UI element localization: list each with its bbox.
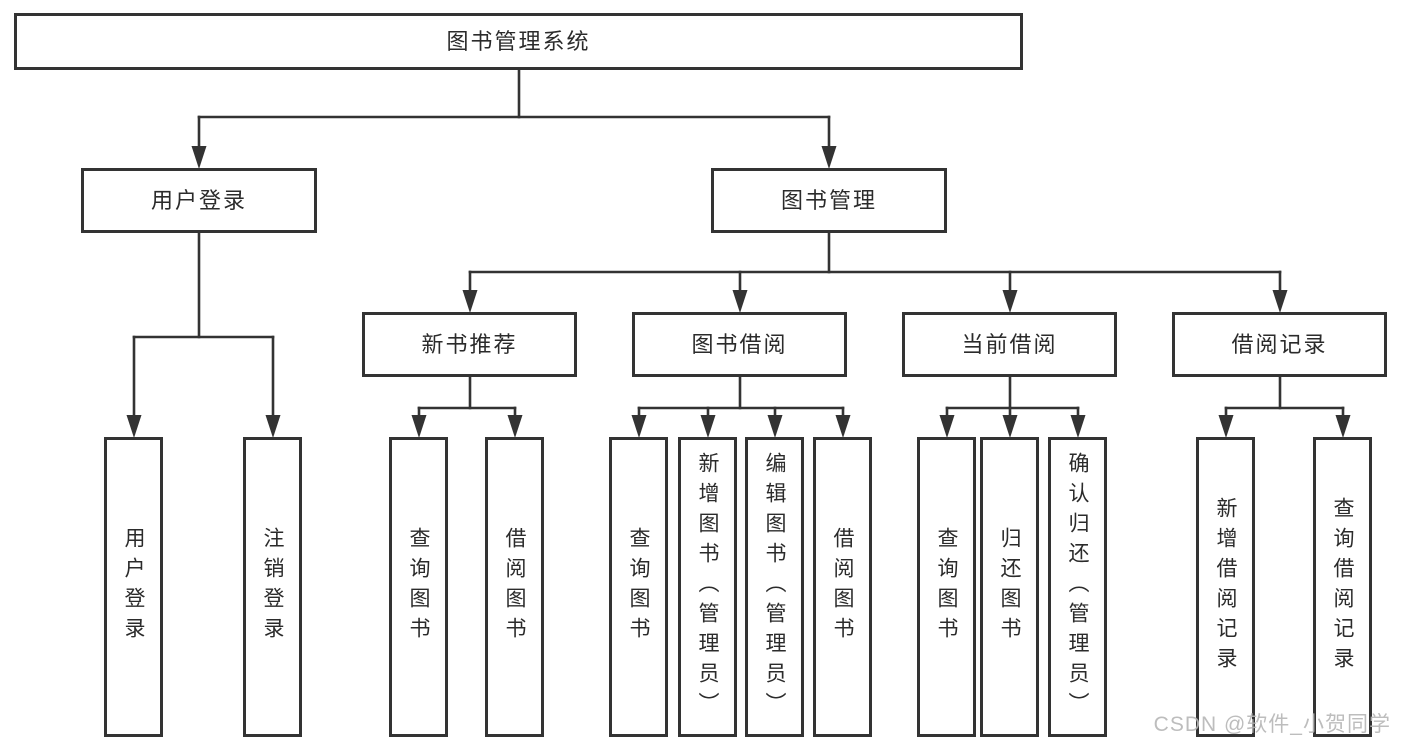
arrowhead-icon bbox=[1002, 415, 1018, 438]
edges-new-book-to-leaves bbox=[411, 375, 523, 438]
edges-book-borrow-to-leaves bbox=[631, 375, 851, 438]
arrowhead-icon bbox=[1002, 290, 1018, 313]
node-new-book-recommend: 新书推荐 bbox=[362, 312, 577, 377]
node-borrow-records: 借阅记录 bbox=[1172, 312, 1387, 377]
edges-root-to-branches bbox=[191, 68, 837, 169]
leaf-borrow-books-recommend: 借阅图书 bbox=[485, 437, 544, 737]
arrowhead-icon bbox=[462, 290, 478, 313]
arrowhead-icon bbox=[767, 415, 783, 438]
leaf-return-book: 归还图书 bbox=[980, 437, 1039, 737]
leaf-query-books-borrow: 查询图书 bbox=[609, 437, 668, 737]
arrowhead-icon bbox=[732, 290, 748, 313]
arrowhead-icon bbox=[411, 415, 427, 438]
edges-user-login-to-leaves bbox=[126, 231, 281, 438]
arrowhead-icon bbox=[821, 146, 837, 169]
arrowhead-icon bbox=[1335, 415, 1351, 438]
leaf-edit-book-admin: 编辑图书（管理员） bbox=[745, 437, 804, 737]
node-current-borrow: 当前借阅 bbox=[902, 312, 1117, 377]
leaf-query-books-recommend: 查询图书 bbox=[389, 437, 448, 737]
leaf-query-books-current: 查询图书 bbox=[917, 437, 976, 737]
arrowhead-icon bbox=[507, 415, 523, 438]
leaf-add-borrow-record: 新增借阅记录 bbox=[1196, 437, 1255, 737]
leaf-query-borrow-record: 查询借阅记录 bbox=[1313, 437, 1372, 737]
node-book-management: 图书管理 bbox=[711, 168, 947, 233]
arrowhead-icon bbox=[126, 415, 142, 438]
node-book-borrow: 图书借阅 bbox=[632, 312, 847, 377]
edges-book-management-to-modules bbox=[462, 231, 1288, 313]
leaf-borrow-books: 借阅图书 bbox=[813, 437, 872, 737]
arrowhead-icon bbox=[1070, 415, 1086, 438]
edges-borrow-records-to-leaves bbox=[1218, 375, 1351, 438]
leaf-confirm-return-admin: 确认归还（管理员） bbox=[1048, 437, 1107, 737]
arrowhead-icon bbox=[939, 415, 955, 438]
arrowhead-icon bbox=[265, 415, 281, 438]
arrowhead-icon bbox=[835, 415, 851, 438]
arrowhead-icon bbox=[700, 415, 716, 438]
csdn-watermark: CSDN @软件_小贺同学 bbox=[1153, 713, 1391, 736]
node-root: 图书管理系统 bbox=[14, 13, 1023, 70]
node-user-login: 用户登录 bbox=[81, 168, 317, 233]
leaf-add-book-admin: 新增图书（管理员） bbox=[678, 437, 737, 737]
arrowhead-icon bbox=[1218, 415, 1234, 438]
edges-current-borrow-to-leaves bbox=[939, 375, 1086, 438]
arrowhead-icon bbox=[191, 146, 207, 169]
arrowhead-icon bbox=[1272, 290, 1288, 313]
leaf-logout: 注销登录 bbox=[243, 437, 302, 737]
arrowhead-icon bbox=[631, 415, 647, 438]
leaf-user-login: 用户登录 bbox=[104, 437, 163, 737]
